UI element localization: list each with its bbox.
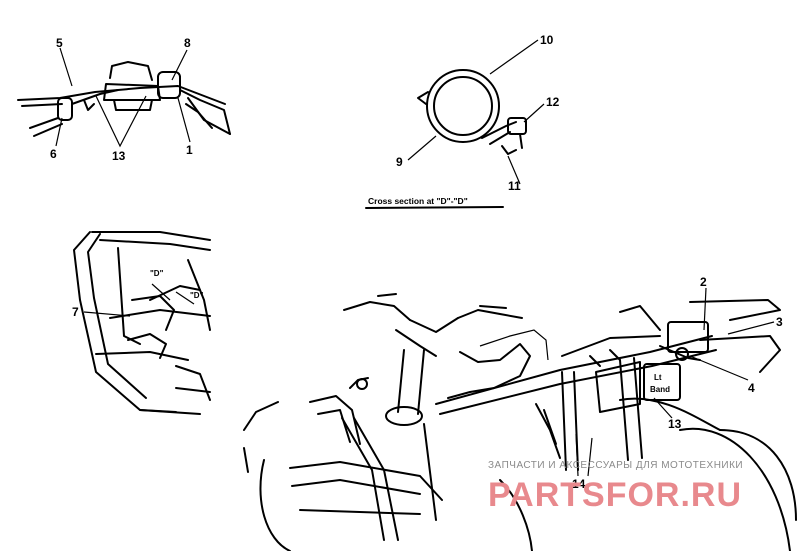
band-label-lt: Lt xyxy=(654,373,662,382)
callout-8: 8 xyxy=(184,36,191,50)
band-label-band: Band xyxy=(650,385,670,394)
callout-13-handlebar: 13 xyxy=(112,149,126,163)
frame-closeup-detail xyxy=(73,231,211,415)
callout-14: 14 xyxy=(572,477,586,491)
watermark-brand: PARTSFOR.RU xyxy=(488,476,742,514)
callout-10: 10 xyxy=(540,33,554,47)
callout-6: 6 xyxy=(50,147,57,161)
watermark-tagline: ЗАПЧАСТИ И АКСЕССУАРЫ ДЛЯ МОТОТЕХНИКИ xyxy=(488,460,743,471)
callout-3: 3 xyxy=(776,315,783,329)
callout-2: 2 xyxy=(700,275,707,289)
callout-11: 11 xyxy=(508,179,521,193)
section-caption: Cross section at "D"-"D" xyxy=(368,196,468,206)
cross-section-detail xyxy=(365,39,545,209)
callout-7: 7 xyxy=(72,305,79,319)
callout-13-main: 13 xyxy=(668,417,682,431)
atv-main-view xyxy=(243,287,797,551)
section-mark-d-2: "D" xyxy=(190,291,204,300)
callout-9: 9 xyxy=(396,155,403,169)
callout-4: 4 xyxy=(748,381,755,395)
callout-5: 5 xyxy=(56,36,63,50)
callout-12: 12 xyxy=(546,95,560,109)
callout-1: 1 xyxy=(186,143,193,157)
section-mark-d-1: "D" xyxy=(150,269,164,278)
handlebar-detail xyxy=(17,47,231,148)
